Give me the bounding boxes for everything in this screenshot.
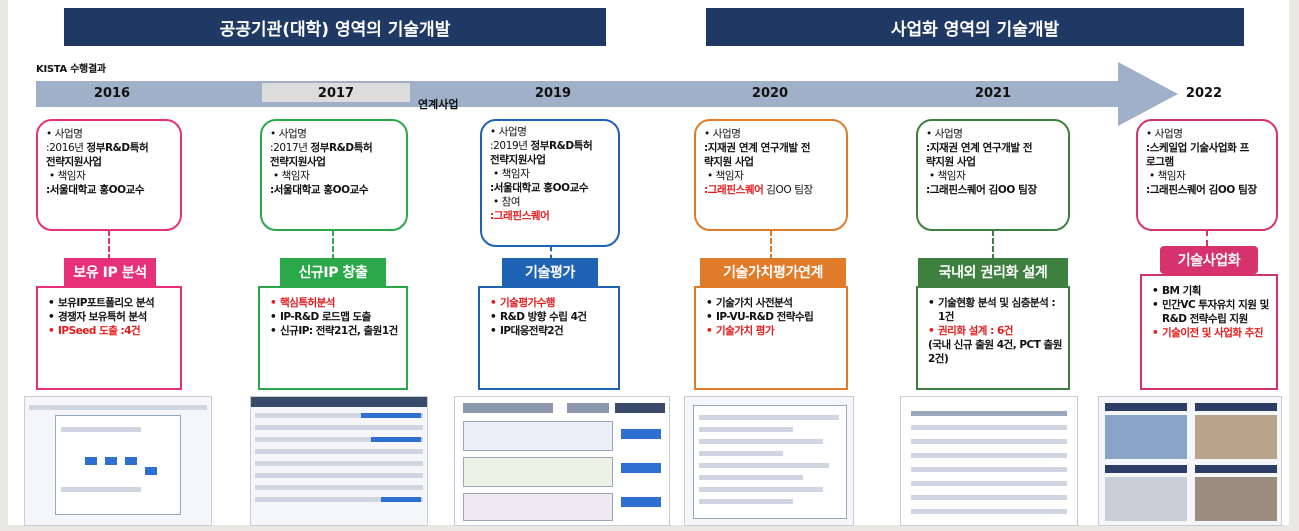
participant-label: • 참여 xyxy=(490,196,521,208)
frame-left xyxy=(0,0,8,531)
connector xyxy=(992,230,994,260)
banner-commercial: 사업화 영역의 기술개발 xyxy=(706,8,1244,46)
connector xyxy=(770,230,772,260)
project-name: :2016년 정부R&D특허 xyxy=(46,142,149,154)
linked-project-label: 연계사업 xyxy=(418,98,459,111)
project-label: • 사업명 xyxy=(1146,128,1183,140)
stage-tag: 국내외 권리화 설계 xyxy=(918,258,1068,286)
activity-item: IP-VU-R&D 전략수립 xyxy=(706,310,840,324)
activity-item-highlight: IPSeed 도출 :4건 xyxy=(48,324,174,338)
lead-value: :서울대학교 홍OO교수 xyxy=(270,184,369,196)
stage-tag: 신규IP 창출 xyxy=(280,258,386,286)
year-2017-highlight xyxy=(262,83,410,102)
lead-label: • 책임자 xyxy=(1146,170,1186,182)
activity-box-2022: BM 기획 민간VC 투자유치 지원 및 R&D 전략수립 지원 기술이전 및 … xyxy=(1140,274,1278,390)
activity-box-2019: 기술평가수행 R&D 방향 수립 4건 IP대응전략2건 xyxy=(478,286,620,390)
project-label: • 사업명 xyxy=(490,126,527,138)
connector xyxy=(332,230,334,260)
activity-item: 경쟁자 보유특허 분석 xyxy=(48,310,174,324)
project-name-line2: 략지원 사업 xyxy=(704,156,754,168)
activity-box-2021: 기술현황 분석 및 심층분석 : 1건 권리화 설계 : 6건 (국내 신규 출… xyxy=(916,286,1070,390)
year-label: 2020 xyxy=(751,86,789,101)
activity-item-highlight: 기술이전 및 사업화 추진 xyxy=(1152,326,1270,340)
participant-value: :그래핀스퀘어 xyxy=(490,210,550,222)
project-box-2016: • 사업명 :2016년 정부R&D특허 전략지원사업 • 책임자 :서울대학교… xyxy=(36,119,182,231)
activity-item-highlight: 기술평가수행 xyxy=(490,296,612,310)
project-box-2020: • 사업명 :지재권 연계 연구개발 전 략지원 사업 • 책임자 :그래핀스퀘… xyxy=(694,119,848,231)
project-name-line2: 전략지원사업 xyxy=(46,156,102,168)
project-name: :2019년 정부R&D특허 xyxy=(490,140,593,152)
thumbnail-2021 xyxy=(900,396,1078,526)
project-name: :지재권 연계 연구개발 전 xyxy=(704,142,811,154)
project-name: :스케일업 기술사업화 프 xyxy=(1146,142,1249,154)
project-label: • 사업명 xyxy=(704,128,741,140)
thumbnail-2020 xyxy=(684,396,854,526)
timeline-arrow xyxy=(36,62,1178,126)
activity-item-highlight: 권리화 설계 : 6건 xyxy=(928,324,1062,338)
activity-item-highlight: 핵심특허분석 xyxy=(270,296,400,310)
thumbnail-2019 xyxy=(454,396,670,526)
connector xyxy=(1206,230,1208,246)
activity-box-2020: 기술가치 사전분석 IP-VU-R&D 전략수립 기술가치 평가 xyxy=(694,286,848,390)
project-name-line2: 략지원 사업 xyxy=(926,156,976,168)
year-label: 2019 xyxy=(534,86,572,101)
project-name: :지재권 연계 연구개발 전 xyxy=(926,142,1033,154)
activity-box-2016: 보유IP포트폴리오 분석 경쟁자 보유특허 분석 IPSeed 도출 :4건 xyxy=(36,286,182,390)
stage-tag: 기술가치평가연계 xyxy=(700,258,846,286)
project-label: • 사업명 xyxy=(46,128,83,140)
project-label: • 사업명 xyxy=(926,128,963,140)
thumbnail-2016 xyxy=(24,396,212,526)
project-box-2021: • 사업명 :지재권 연계 연구개발 전 략지원 사업 • 책임자 :그래핀스퀘… xyxy=(916,119,1070,231)
project-name: :2017년 정부R&D특허 xyxy=(270,142,373,154)
connector xyxy=(550,246,552,260)
kista-label: KISTA 수행결과 xyxy=(36,64,106,75)
lead-label: • 책임자 xyxy=(46,170,86,182)
year-label: 2021 xyxy=(974,86,1012,101)
banner-public: 공공기관(대학) 영역의 기술개발 xyxy=(64,8,606,46)
activity-item: IP대응전략2건 xyxy=(490,324,612,338)
lead-label: • 책임자 xyxy=(270,170,310,182)
activity-item: 신규IP: 전략21건, 출원1건 xyxy=(270,324,400,338)
activity-item: IP-R&D 로드맵 도출 xyxy=(270,310,400,324)
frame-bottom xyxy=(0,525,1299,531)
lead-label: • 책임자 xyxy=(926,170,966,182)
activity-box-2017: 핵심특허분석 IP-R&D 로드맵 도출 신규IP: 전략21건, 출원1건 xyxy=(258,286,408,390)
thumbnail-2022 xyxy=(1098,396,1282,526)
lead-value: :그래핀스퀘어 김OO 팀장 xyxy=(704,184,813,196)
lead-value: :서울대학교 홍OO교수 xyxy=(46,184,145,196)
project-label: • 사업명 xyxy=(270,128,307,140)
project-name-line2: 전략지원사업 xyxy=(490,154,546,166)
project-name-line2: 로그램 xyxy=(1146,156,1174,168)
lead-value: :서울대학교 홍OO교수 xyxy=(490,182,589,194)
project-name-line2: 전략지원사업 xyxy=(270,156,326,168)
year-label: 2022 xyxy=(1185,86,1223,101)
project-box-2017: • 사업명 :2017년 정부R&D특허 전략지원사업 • 책임자 :서울대학교… xyxy=(260,119,408,231)
project-box-2019: • 사업명 :2019년 정부R&D특허 전략지원사업 • 책임자 :서울대학교… xyxy=(480,119,620,247)
activity-item: BM 기획 xyxy=(1152,284,1270,298)
project-box-2022: • 사업명 :스케일업 기술사업화 프 로그램 • 책임자 :그래핀스퀘어 김O… xyxy=(1136,119,1278,231)
lead-label: • 책임자 xyxy=(704,170,744,182)
thumbnail-2017 xyxy=(250,396,428,526)
stage-tag: 기술사업화 xyxy=(1160,246,1258,274)
lead-value: :그래핀스퀘어 김OO 팀장 xyxy=(1146,184,1257,196)
year-label: 2016 xyxy=(93,86,131,101)
stage-tag: 보유 IP 분석 xyxy=(64,258,156,286)
stage-tag: 기술평가 xyxy=(502,258,598,286)
activity-item: 기술현황 분석 및 심층분석 : 1건 xyxy=(928,296,1062,324)
activity-item: R&D 방향 수립 4건 xyxy=(490,310,612,324)
activity-item: 기술가치 사전분석 xyxy=(706,296,840,310)
activity-item: 민간VC 투자유치 지원 및 R&D 전략수립 지원 xyxy=(1152,298,1270,326)
activity-item-highlight: 기술가치 평가 xyxy=(706,324,840,338)
year-label: 2017 xyxy=(317,86,355,101)
activity-note: (국내 신규 출원 4건, PCT 출원 2건) xyxy=(928,339,1062,365)
activity-item: 보유IP포트폴리오 분석 xyxy=(48,296,174,310)
connector xyxy=(108,230,110,260)
lead-value: :그래핀스퀘어 김OO 팀장 xyxy=(926,184,1037,196)
lead-label: • 책임자 xyxy=(490,168,530,180)
frame-right xyxy=(1289,0,1299,531)
